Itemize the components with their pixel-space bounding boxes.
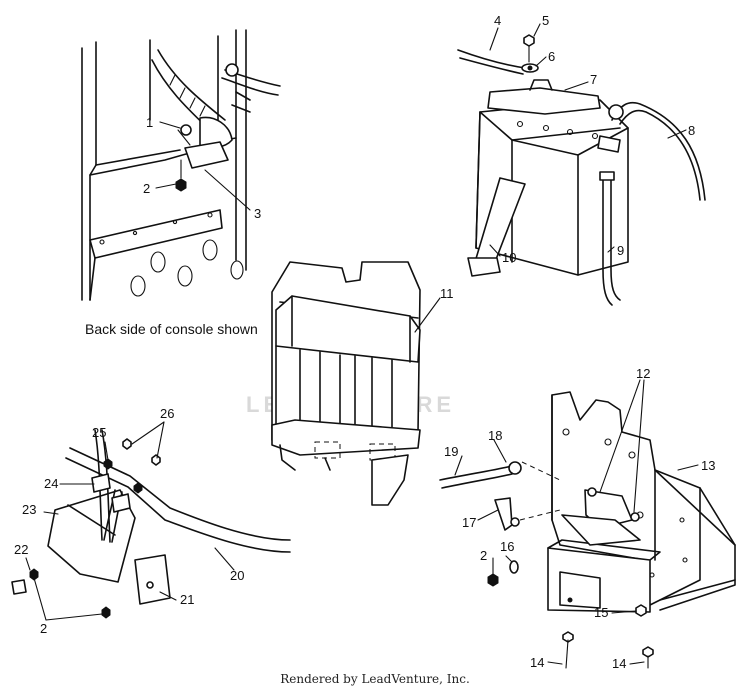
callout-25: 25 (92, 425, 106, 440)
footer-credit: Rendered by LeadVenture, Inc. (280, 672, 470, 686)
callout-15: 15 (594, 605, 608, 620)
callout-7: 7 (590, 72, 597, 87)
callout-2-bracket: 2 (480, 548, 487, 563)
callout-19: 19 (444, 444, 458, 459)
leader-lines (25, 23, 699, 665)
callout-23: 23 (22, 502, 36, 517)
callout-2-bar: 2 (40, 621, 47, 636)
callout-16: 16 (500, 539, 514, 554)
battery-box-view (271, 261, 421, 506)
battery-view (457, 34, 706, 306)
callout-12: 12 (636, 366, 650, 381)
callout-22: 22 (14, 542, 28, 557)
callout-3: 3 (254, 206, 261, 221)
callout-18: 18 (488, 428, 502, 443)
bar-bracket-view (11, 429, 291, 619)
callout-17: 17 (462, 515, 476, 530)
callout-9: 9 (617, 243, 624, 258)
callout-24: 24 (44, 476, 58, 491)
callout-1: 1 (146, 115, 153, 130)
callout-2-console: 2 (143, 181, 150, 196)
callout-5: 5 (542, 13, 549, 28)
callout-6: 6 (548, 49, 555, 64)
callout-21: 21 (180, 592, 194, 607)
callout-14-left: 14 (530, 655, 544, 670)
callout-13: 13 (701, 458, 715, 473)
callout-14-right: 14 (612, 656, 626, 671)
callout-labels: 1 2 3 4 5 6 7 8 9 10 11 12 13 14 14 15 1… (14, 13, 715, 671)
console-back-view (81, 29, 281, 301)
bracket-view (439, 391, 736, 669)
callout-4: 4 (494, 13, 501, 28)
callout-8: 8 (688, 123, 695, 138)
callout-11: 11 (440, 286, 454, 301)
callout-10: 10 (502, 250, 516, 265)
callout-26: 26 (160, 406, 174, 421)
view-caption: Back side of console shown (85, 321, 258, 337)
callout-20: 20 (230, 568, 244, 583)
